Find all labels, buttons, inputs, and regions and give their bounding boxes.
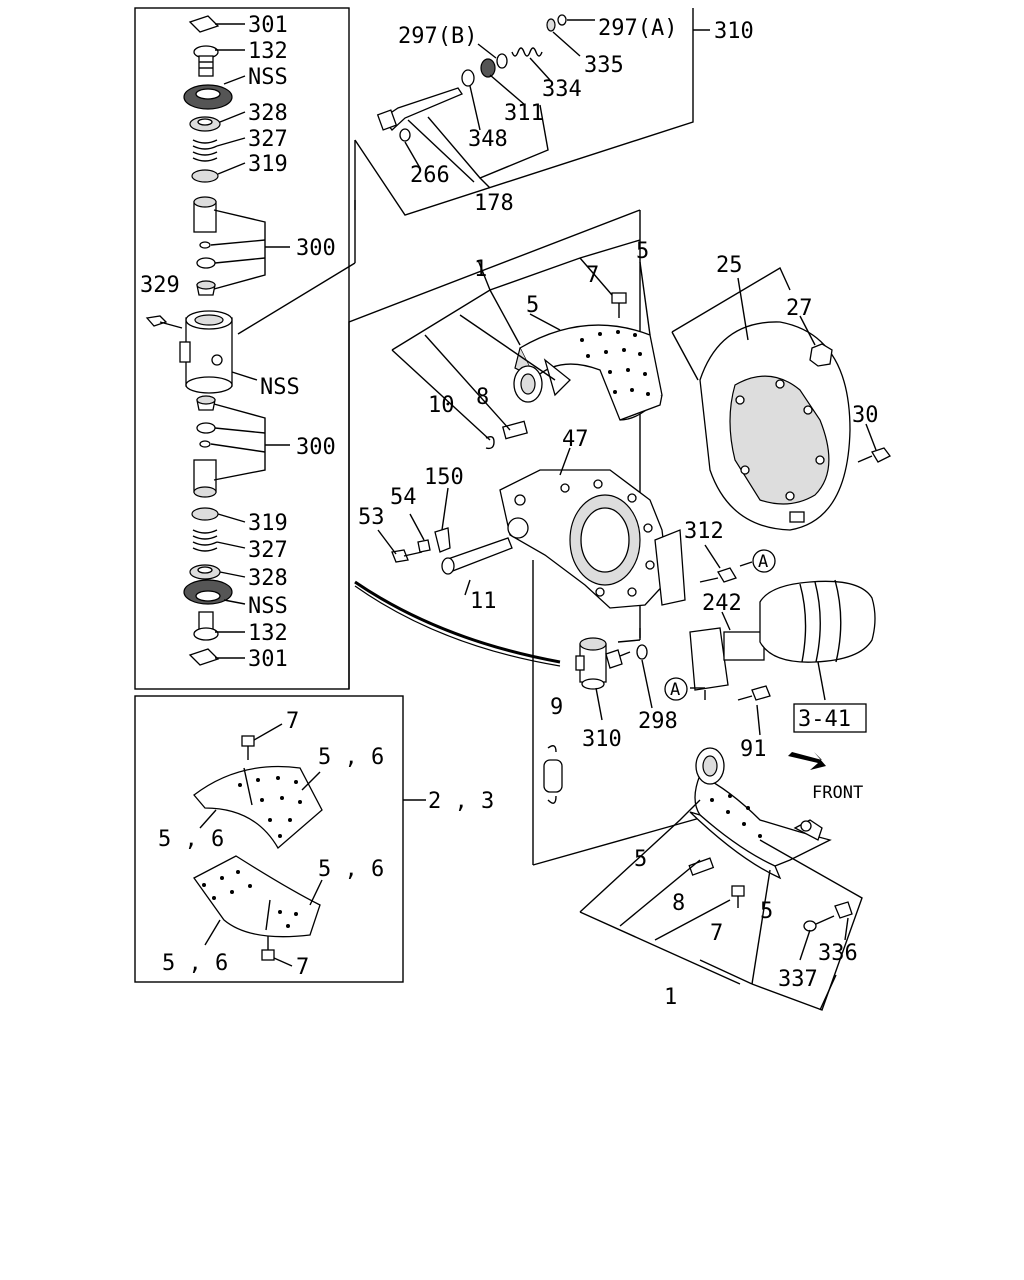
callout-a-circle-2 [664,677,688,701]
label-8-upper: 8 [476,385,489,410]
label-329: 329 [140,273,180,298]
shoe-rivet-holes [580,330,650,396]
label-327-top: 327 [248,127,288,152]
wedge-parts [376,14,567,142]
label-5-6-kit-a: 5 , 6 [318,745,384,770]
wedge-housing [575,637,648,690]
wedge-leaders [404,19,595,189]
label-312: 312 [684,519,724,544]
ref-box-3-41 [793,703,867,733]
label-5-lower-left: 5 [634,847,647,872]
label-348: 348 [468,127,508,152]
label-nss-bottom: NSS [248,594,288,619]
label-311: 311 [504,101,544,126]
label-327-bottom: 327 [248,538,288,563]
brake-shoe-upper [485,292,663,450]
label-54: 54 [390,485,417,510]
label-178: 178 [474,191,514,216]
label-25: 25 [716,253,743,278]
label-27: 27 [786,296,813,321]
label-nss-top: NSS [248,65,288,90]
label-298: 298 [638,709,678,734]
label-7-lower: 7 [710,921,723,946]
housing-leaders [595,659,653,721]
label-132-top: 132 [248,39,288,64]
shoe-lower-leaders [579,799,863,1011]
label-7-kit-bottom: 7 [296,955,309,980]
label-319-bottom: 319 [248,511,288,536]
label-335: 335 [584,53,624,78]
spider-leaders [377,447,753,596]
label-53: 53 [358,505,385,530]
label-297b: 297(B) [398,24,477,49]
brake-shoe-lower [688,747,853,932]
brake-spider [391,469,737,609]
label-3-41: 3-41 [798,707,851,732]
label-297a: 297(A) [598,16,677,41]
label-2-3: 2 , 3 [428,789,494,814]
adjuster-leaders [210,23,290,659]
label-242: 242 [702,591,742,616]
label-7-kit-top: 7 [286,709,299,734]
label-1-lower: 1 [664,985,677,1010]
frame-wedge-parts [237,8,710,335]
label-5-6-kit-b: 5 , 6 [158,827,224,852]
label-300-top: 300 [296,236,336,261]
dust-shield [699,321,891,531]
frame-adjuster-exploded [134,7,350,690]
label-328-bottom: 328 [248,566,288,591]
lower-shoe-rivet-holes [710,794,762,838]
label-front: FRONT [812,783,863,803]
label-30: 30 [852,403,879,428]
label-319-top: 319 [248,152,288,177]
lining-kit [193,735,323,961]
label-301-top: 301 [248,13,288,38]
return-spring [543,745,563,804]
label-310-top: 310 [714,19,754,44]
label-47: 47 [562,427,589,452]
label-nss-housing: NSS [260,375,300,400]
label-5-6-kit-c: 5 , 6 [318,857,384,882]
callout-a-1: A [758,552,768,572]
label-1-upper: 1 [474,257,487,282]
callout-a-2: A [670,680,680,700]
label-150: 150 [424,465,464,490]
label-7-upper: 7 [586,263,599,288]
label-334: 334 [542,77,582,102]
callout-a-circle-1 [752,549,776,573]
connector-arc [354,580,561,664]
label-301-bottom: 301 [248,647,288,672]
label-91: 91 [740,737,767,762]
label-132-bottom: 132 [248,621,288,646]
label-11: 11 [470,589,497,614]
adjuster-stack [145,15,233,666]
part-labels: 301 132 NSS 328 327 319 300 329 NSS 300 … [140,13,879,1010]
label-266: 266 [410,163,450,188]
label-5-upper-left: 5 [526,293,539,318]
chamber-leaders [690,611,826,736]
label-9: 9 [550,695,563,720]
label-310-bottom: 310 [582,727,622,752]
label-5-upper-right: 5 [636,239,649,264]
label-336: 336 [818,941,858,966]
label-328-top: 328 [248,101,288,126]
brake-chamber [689,579,876,701]
label-5-6-kit-d: 5 , 6 [162,951,228,976]
lining-kit-leaders [199,723,426,967]
label-300-bottom: 300 [296,435,336,460]
front-arrow [788,752,826,770]
shield-leaders [671,267,877,451]
label-8-lower: 8 [672,891,685,916]
label-5-lower-right: 5 [760,899,773,924]
frame-lining-kit [134,695,404,983]
shoe-upper-leaders [391,239,651,441]
label-337: 337 [778,967,818,992]
label-10: 10 [428,393,455,418]
